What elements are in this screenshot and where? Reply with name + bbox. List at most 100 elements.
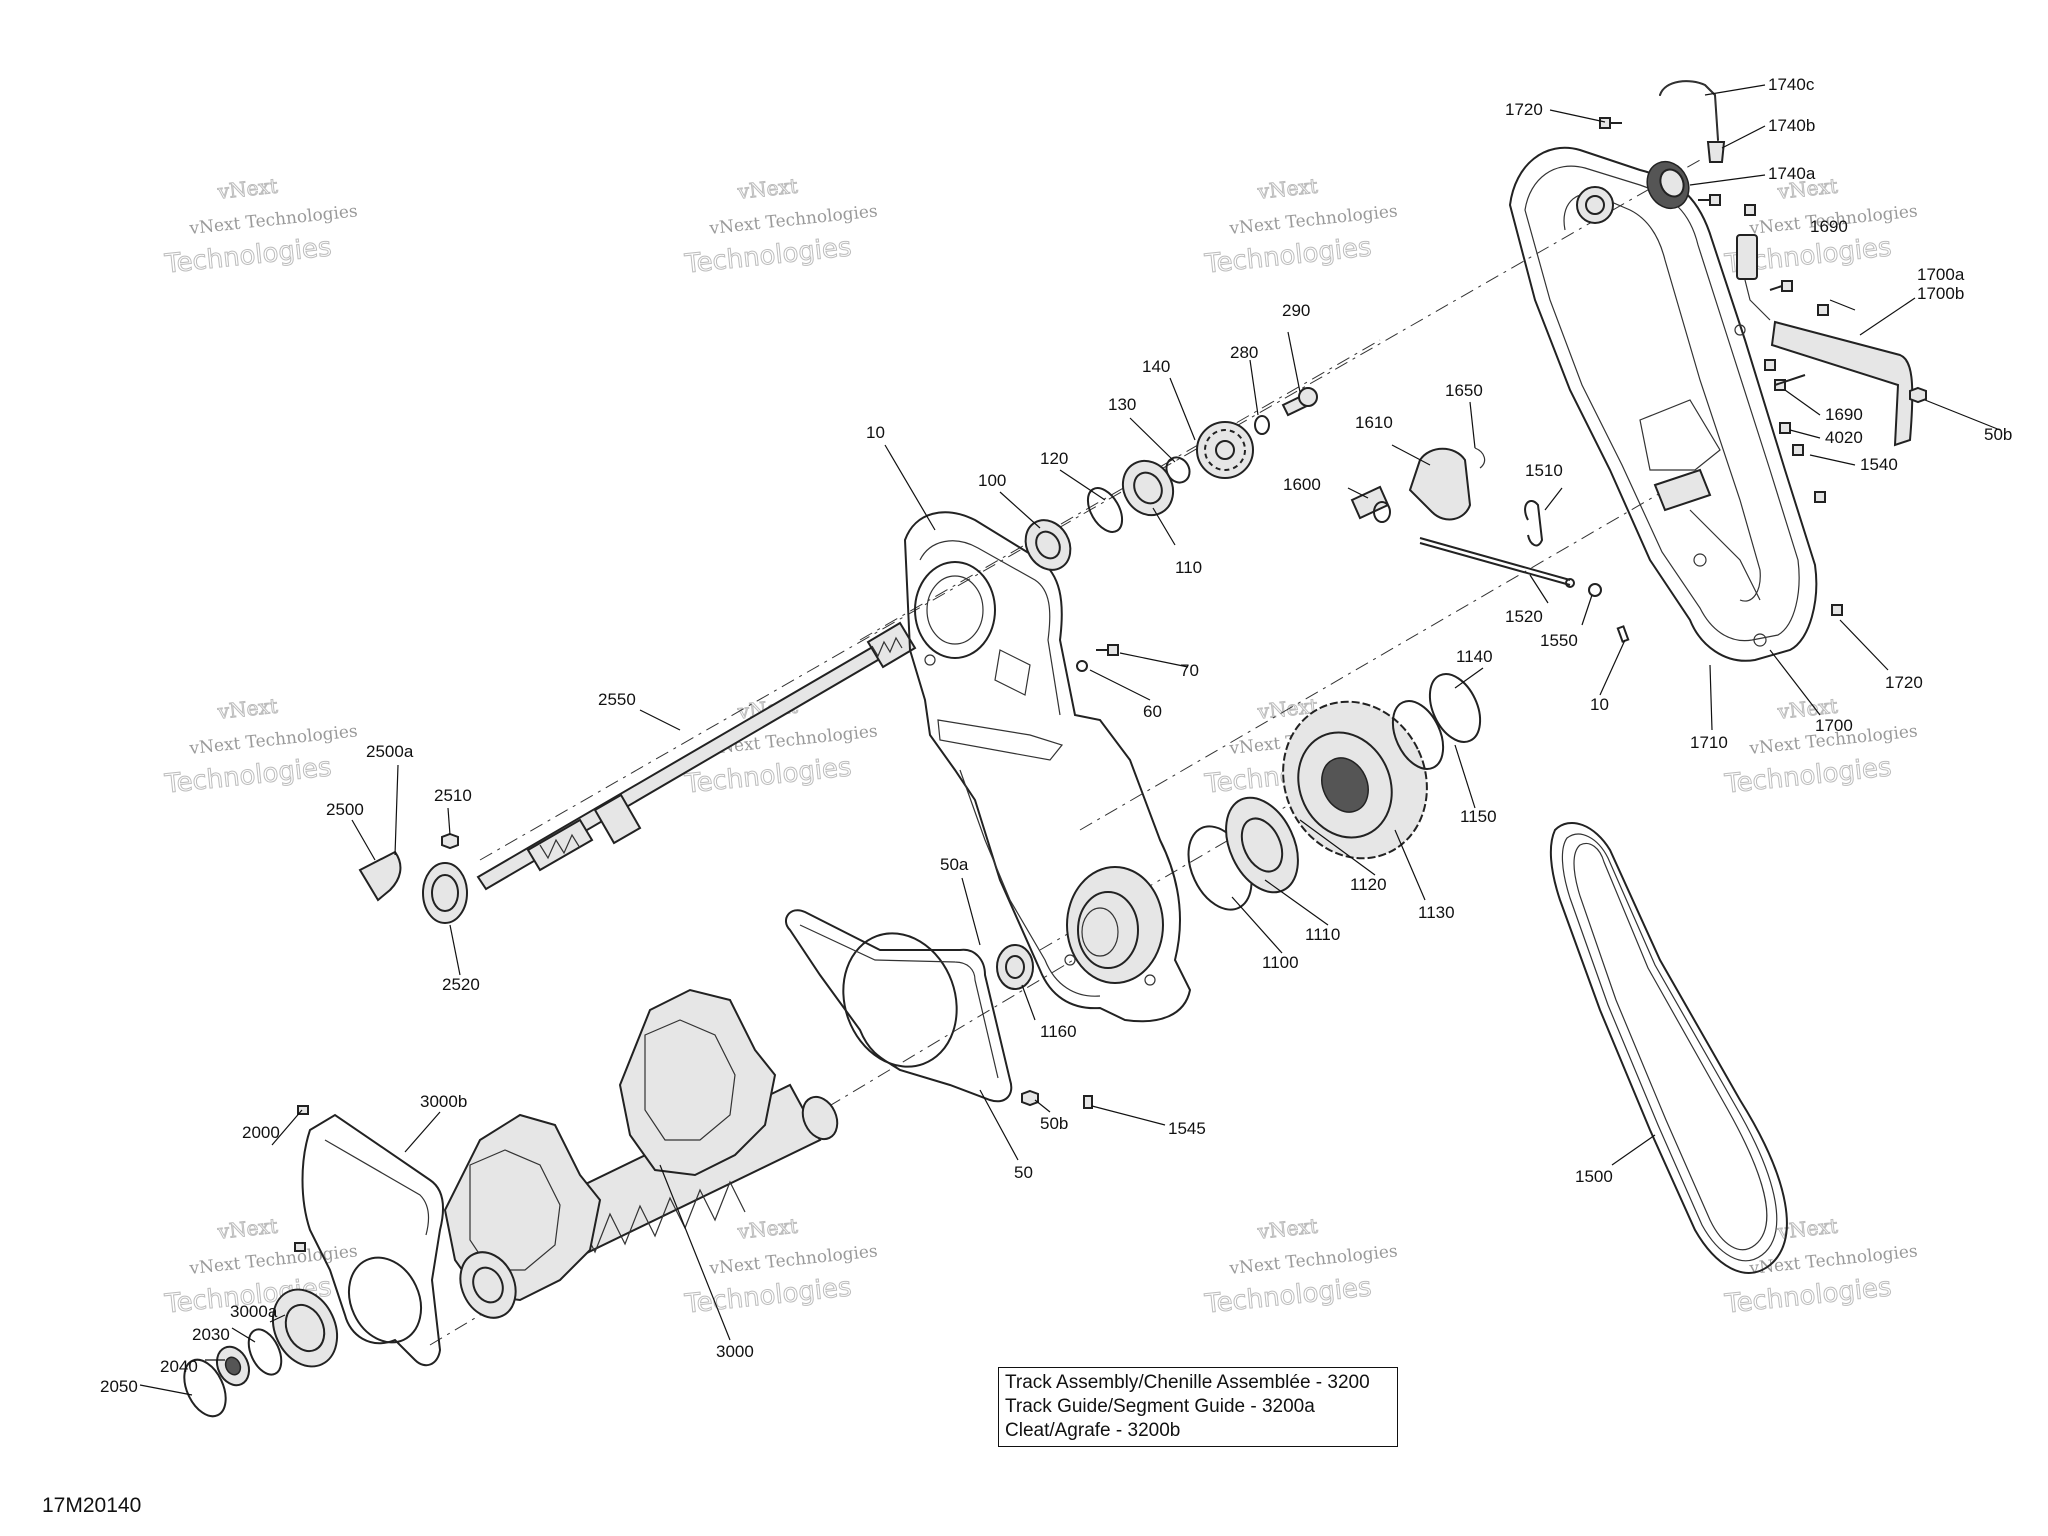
callout-label: 10 [866,423,885,442]
reference-line: Cleat/Agrafe - 3200b [1005,1420,1181,1441]
callout-label: 1540 [1860,455,1898,474]
callout-label: 2000 [242,1123,280,1142]
callout-label: 2050 [100,1377,138,1396]
vent-hose-and-seal [1646,80,1914,447]
callout-label: 2030 [192,1325,230,1344]
bearing-2520 [358,850,468,924]
svg-text:vNext Technologies: vNext Technologies [188,201,359,239]
svg-text:vNext Technologies: vNext Technologies [708,201,879,239]
callout-label: 1550 [1540,631,1578,650]
svg-text:vNext: vNext [736,1214,799,1244]
svg-text:Technologies: Technologies [1203,232,1373,279]
lower-sprocket-stack [1187,673,1482,911]
callout-labels: 1740c 1720 1740b 1740a 1690 1700a 1700b … [100,75,2012,1396]
diagram-id: 17M20140 [42,1494,142,1517]
callout-label: 1690 [1810,217,1848,236]
svg-text:Technologies: Technologies [683,1272,853,1319]
watermark: vNext vNext Technologies Technologies [1202,173,1399,280]
callout-label: 10 [1590,695,1609,714]
callout-label: 1600 [1283,475,1321,494]
watermark: vNext vNext Technologies Technologies [682,173,879,280]
callout-label: 2040 [160,1357,198,1376]
svg-text:vNext Technologies: vNext Technologies [188,1241,359,1279]
callout-label: 1690 [1825,405,1863,424]
callout-label: 1110 [1305,925,1340,944]
callout-label: 1120 [1350,875,1387,894]
callout-label: 3000b [420,1092,467,1111]
chaincase-housing [903,511,1192,1023]
svg-text:Technologies: Technologies [1723,1272,1893,1319]
callout-label: 140 [1142,357,1170,376]
callout-label: 50 [1014,1163,1033,1182]
svg-text:vNext: vNext [216,1214,279,1244]
callout-label: 1100 [1262,953,1299,972]
watermark: vNext vNext Technologies Technologies [1722,1213,1918,1320]
callout-label: 1700 [1815,716,1853,735]
svg-text:vNext: vNext [736,174,799,204]
callout-label: 50b [1040,1114,1068,1133]
callout-label: 60 [1143,702,1162,721]
callout-label: 1520 [1505,607,1543,626]
svg-text:vNext: vNext [216,694,279,724]
callout-label: 1720 [1885,673,1923,692]
callout-label: 1160 [1040,1022,1077,1041]
callout-label: 4020 [1825,428,1863,447]
svg-text:vNext: vNext [1256,1214,1319,1244]
callout-label: 1710 [1690,733,1728,752]
svg-text:vNext Technologies: vNext Technologies [1228,1241,1399,1279]
svg-text:Technologies: Technologies [163,232,333,279]
drive-belt [1549,821,1788,1274]
reference-box: Track Assembly/Chenille Assemblée - 3200… [998,1367,1398,1447]
tensioner-assembly [1350,447,1630,643]
callout-label: 2520 [442,975,480,994]
callout-label: 3000 [716,1342,754,1361]
callout-label: 70 [1180,661,1199,680]
callout-label: 130 [1108,395,1136,414]
callout-label: 2500a [366,742,414,761]
svg-text:Technologies: Technologies [1203,1272,1373,1319]
callout-label: 2500 [326,800,364,819]
callout-label: 1610 [1355,413,1393,432]
callout-label: 110 [1175,558,1202,577]
watermark: vNext vNext Technologies Technologies [162,173,359,280]
bolts [294,117,1927,1252]
svg-text:Technologies: Technologies [1723,752,1893,799]
svg-text:vNext Technologies: vNext Technologies [188,721,359,759]
svg-text:vNext: vNext [216,174,279,204]
gasket-50 [785,909,1034,1103]
callout-label: 1740b [1768,116,1815,135]
watermark: vNext vNext Technologies Technologies [682,1213,879,1320]
callout-label: 290 [1282,301,1310,320]
callout-label: 1740a [1768,164,1816,183]
watermark: vNext vNext Technologies Technologies [162,693,359,800]
callout-label: 1740c [1768,75,1815,94]
callout-label: 1700b [1917,284,1964,303]
callout-label: 1700a [1917,265,1965,284]
callout-label: 280 [1230,343,1258,362]
svg-text:vNext Technologies: vNext Technologies [708,1241,879,1279]
reference-line: Track Assembly/Chenille Assemblée - 3200 [1005,1372,1370,1393]
svg-text:Technologies: Technologies [683,232,853,279]
chaincase-cover [1508,146,1818,662]
callout-label: 1545 [1168,1119,1206,1138]
drive-axle [443,988,839,1319]
leader-lines [139,84,2001,1396]
callout-label: 1720 [1505,100,1543,119]
end-cover-plate [301,1113,444,1367]
upper-sprocket-stack [1024,387,1318,571]
end-bearing-and-clips [183,1288,339,1418]
callout-label: 1140 [1456,647,1493,666]
callout-label: 1150 [1460,807,1497,826]
watermark: vNext vNext Technologies Technologies [1202,1213,1399,1320]
svg-text:Technologies: Technologies [163,752,333,799]
callout-label: 2510 [434,786,472,805]
callout-label: 3000a [230,1302,278,1321]
callout-label: 2550 [598,690,636,709]
callout-label: 1130 [1418,903,1455,922]
drive-shaft [476,621,917,891]
callout-label: 1500 [1575,1167,1613,1186]
svg-text:vNext Technologies: vNext Technologies [1228,201,1399,239]
callout-label: 50b [1984,425,2012,444]
callout-label: 1650 [1445,381,1483,400]
